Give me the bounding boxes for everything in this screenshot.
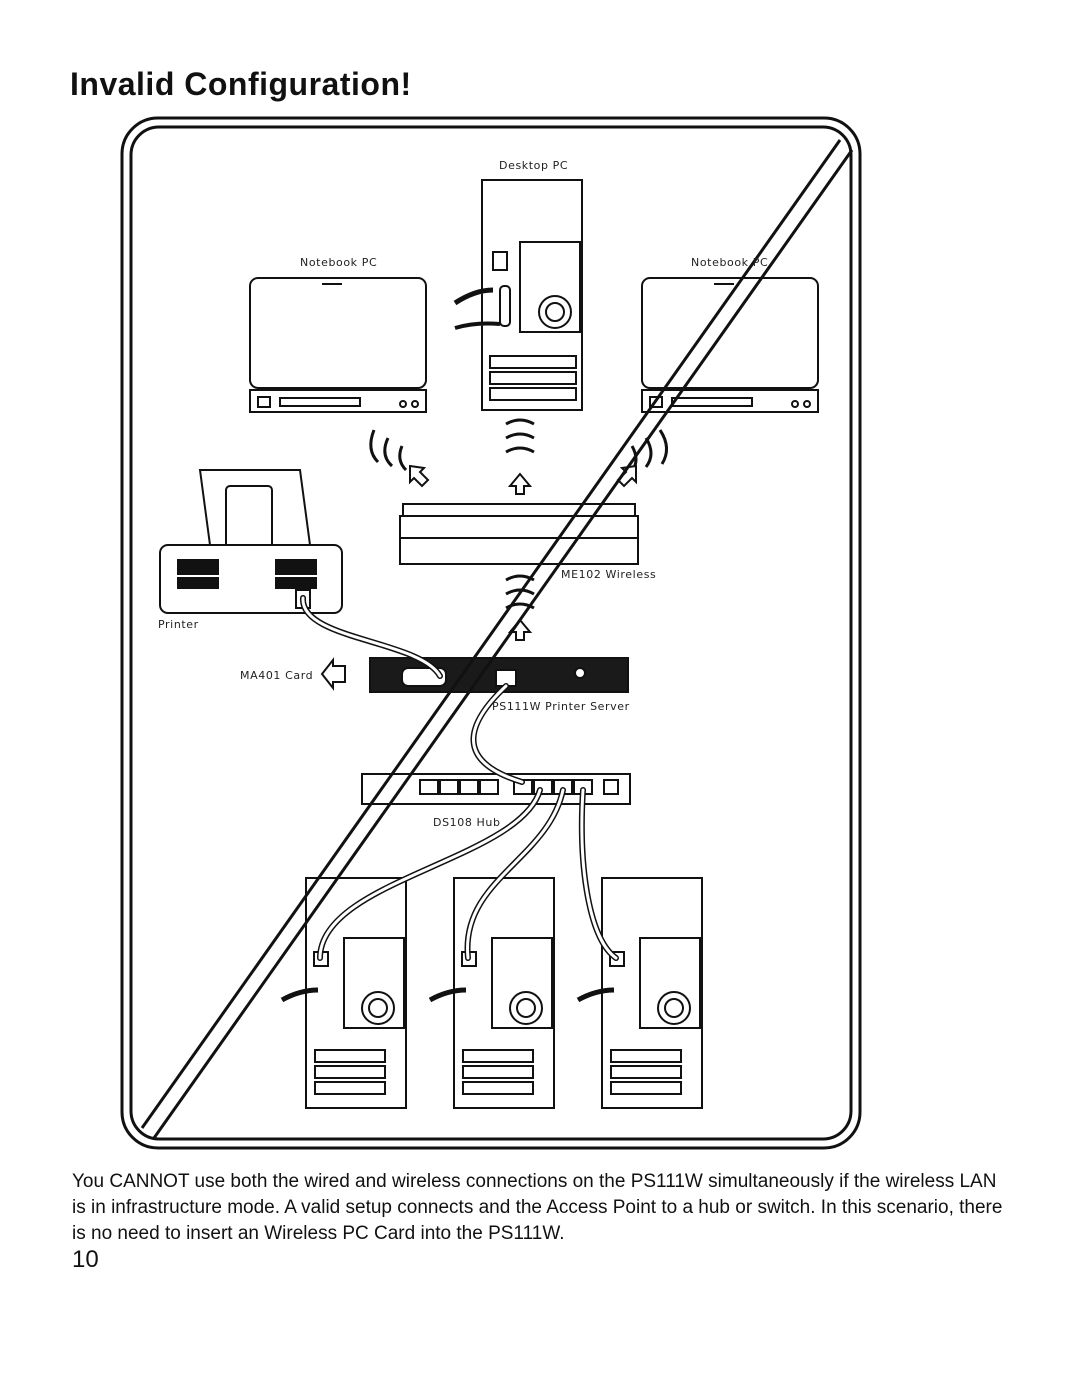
label-ps111w: PS111W Printer Server — [492, 700, 630, 713]
page-number: 10 — [72, 1246, 99, 1273]
me102-access-point — [399, 503, 639, 565]
desktop-pc-bottom-2 — [428, 877, 555, 1109]
body-paragraph: You CANNOT use both the wired and wirele… — [72, 1171, 1003, 1244]
label-me102: ME102 Wireless — [561, 568, 656, 581]
invalid-configuration-diagram: Desktop PC Notebook PC Notebook PC Print… — [120, 116, 862, 1150]
printer — [159, 469, 343, 614]
desktop-pc-bottom-3 — [576, 877, 703, 1109]
page-title: Invalid Configuration! — [70, 66, 412, 102]
desktop-pc-bottom-1 — [280, 877, 407, 1109]
label-notebook-pc-right: Notebook PC — [691, 256, 768, 269]
label-notebook-pc-left: Notebook PC — [300, 256, 377, 269]
diagonal-strike — [140, 139, 854, 1139]
notebook-pc-left — [249, 277, 427, 413]
network-cables — [299, 595, 619, 961]
desktop-pc-top — [453, 179, 583, 411]
ps111w-printer-server — [320, 657, 629, 693]
label-printer: Printer — [158, 618, 199, 631]
label-ds108-hub: DS108 Hub — [433, 816, 501, 829]
label-ma401-card: MA401 Card — [240, 669, 313, 682]
wireless-signals — [369, 418, 668, 610]
prohibition-frame — [120, 116, 862, 1150]
label-desktop-pc: Desktop PC — [499, 159, 568, 172]
